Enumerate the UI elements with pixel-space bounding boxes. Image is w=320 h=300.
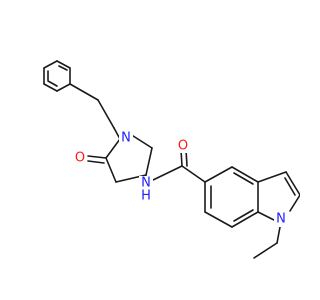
bond — [257, 171, 287, 183]
phenyl-ring — [43, 60, 71, 92]
bond-inner-double — [233, 209, 254, 222]
bond — [231, 211, 259, 228]
bond — [105, 157, 117, 183]
bond — [253, 242, 278, 259]
atom-label-o: O — [178, 139, 188, 154]
atom-label-n: N — [141, 176, 151, 191]
atom-label-h: H — [141, 189, 151, 204]
bond-inner-double — [233, 172, 254, 185]
bond — [56, 60, 71, 69]
ethyl-linker — [69, 83, 121, 140]
bond — [69, 83, 99, 101]
bond — [289, 194, 300, 212]
atom-labels: O N N H O N — [73, 130, 288, 227]
bond — [97, 99, 115, 129]
bond-inner-double — [284, 177, 296, 196]
carbonyl-bond — [87, 160, 105, 164]
bond — [181, 165, 206, 183]
atom-label-n: N — [276, 212, 286, 227]
bond — [105, 138, 121, 159]
bond — [43, 60, 58, 69]
bond — [152, 165, 183, 181]
indole-pyrrole-ring — [257, 171, 300, 221]
bond — [231, 166, 259, 183]
bond — [145, 147, 153, 176]
molecule-structure: O N N H O N — [43, 60, 300, 259]
bond — [257, 211, 275, 221]
atom-label-o: O — [75, 151, 85, 166]
bond — [129, 133, 153, 149]
bond — [204, 211, 233, 228]
bond-inner-double — [47, 80, 58, 87]
bond — [285, 171, 300, 196]
bond — [204, 166, 233, 183]
bond-inner-double — [58, 65, 68, 71]
atom-label-n: N — [121, 131, 131, 146]
bond — [276, 226, 281, 244]
indole-benzene-ring — [204, 166, 259, 228]
bond — [43, 83, 58, 92]
carbonyl-bond — [87, 155, 107, 159]
bond — [56, 83, 71, 92]
n-ethyl-group — [253, 226, 281, 259]
